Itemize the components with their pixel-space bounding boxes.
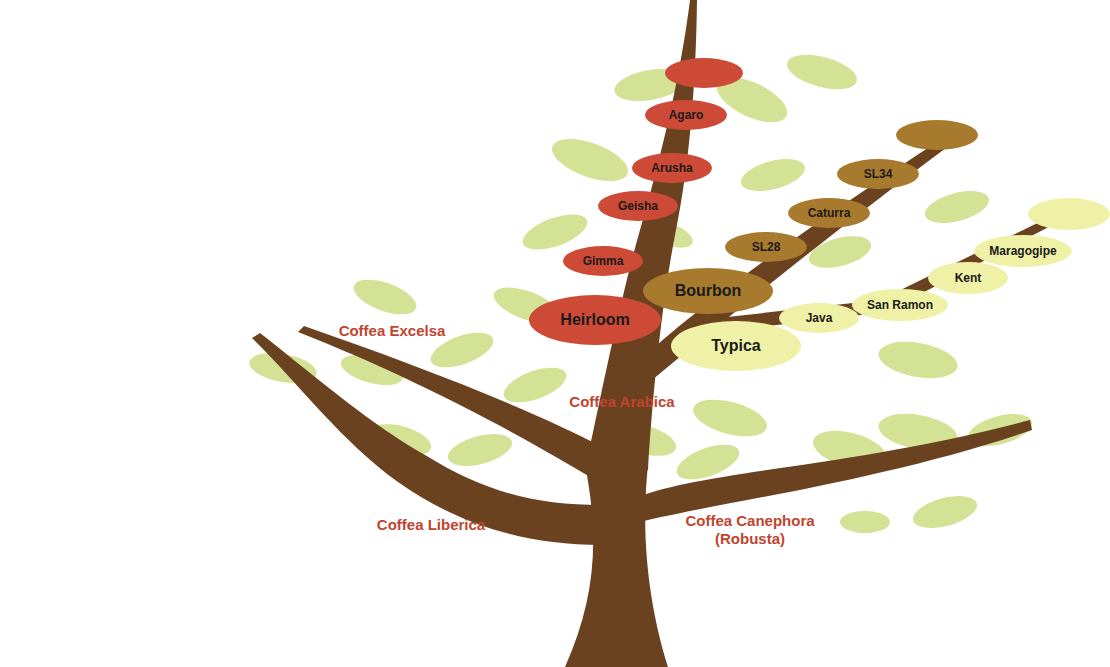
- variety-ellipse: Heirloom: [529, 295, 661, 345]
- variety-name: San Ramon: [867, 298, 933, 312]
- variety-ellipse: San Ramon: [852, 289, 948, 321]
- variety-ellipse: Bourbon: [643, 268, 773, 314]
- variety-name: Typica: [711, 337, 761, 355]
- variety-name: Bourbon: [675, 282, 742, 300]
- variety-ellipse: Gimma: [563, 246, 643, 276]
- variety-ellipse: SL28: [725, 232, 807, 262]
- variety-ellipse: Java: [779, 303, 859, 333]
- species-label: Coffea Liberica: [331, 516, 531, 534]
- variety-name: Kent: [955, 271, 982, 285]
- variety-name: Java: [806, 311, 833, 325]
- variety-ellipse: SL34: [837, 159, 919, 189]
- variety-name: Caturra: [808, 206, 851, 220]
- variety-ellipse: Geisha: [598, 191, 678, 221]
- variety-name: Heirloom: [560, 311, 629, 329]
- species-label: Coffea Excelsa: [292, 322, 492, 340]
- variety-ellipse: Agaro: [645, 100, 727, 130]
- variety-ellipse: Typica: [671, 321, 801, 371]
- variety-name: SL28: [752, 240, 781, 254]
- variety-ellipse: Kent: [928, 262, 1008, 294]
- variety-name: Gimma: [583, 254, 624, 268]
- variety-ellipse: Maragogipe: [974, 235, 1072, 267]
- variety-name: Geisha: [618, 199, 658, 213]
- variety-name: Arusha: [651, 161, 692, 175]
- variety-name: Agaro: [669, 108, 704, 122]
- variety-name: SL34: [864, 167, 893, 181]
- variety-ellipse: Arusha: [632, 153, 712, 183]
- species-label: Coffea Arabica: [522, 393, 722, 411]
- variety-ellipse: Caturra: [788, 198, 870, 228]
- variety-name: Maragogipe: [989, 244, 1056, 258]
- species-label: Coffea Canephora (Robusta): [675, 512, 825, 548]
